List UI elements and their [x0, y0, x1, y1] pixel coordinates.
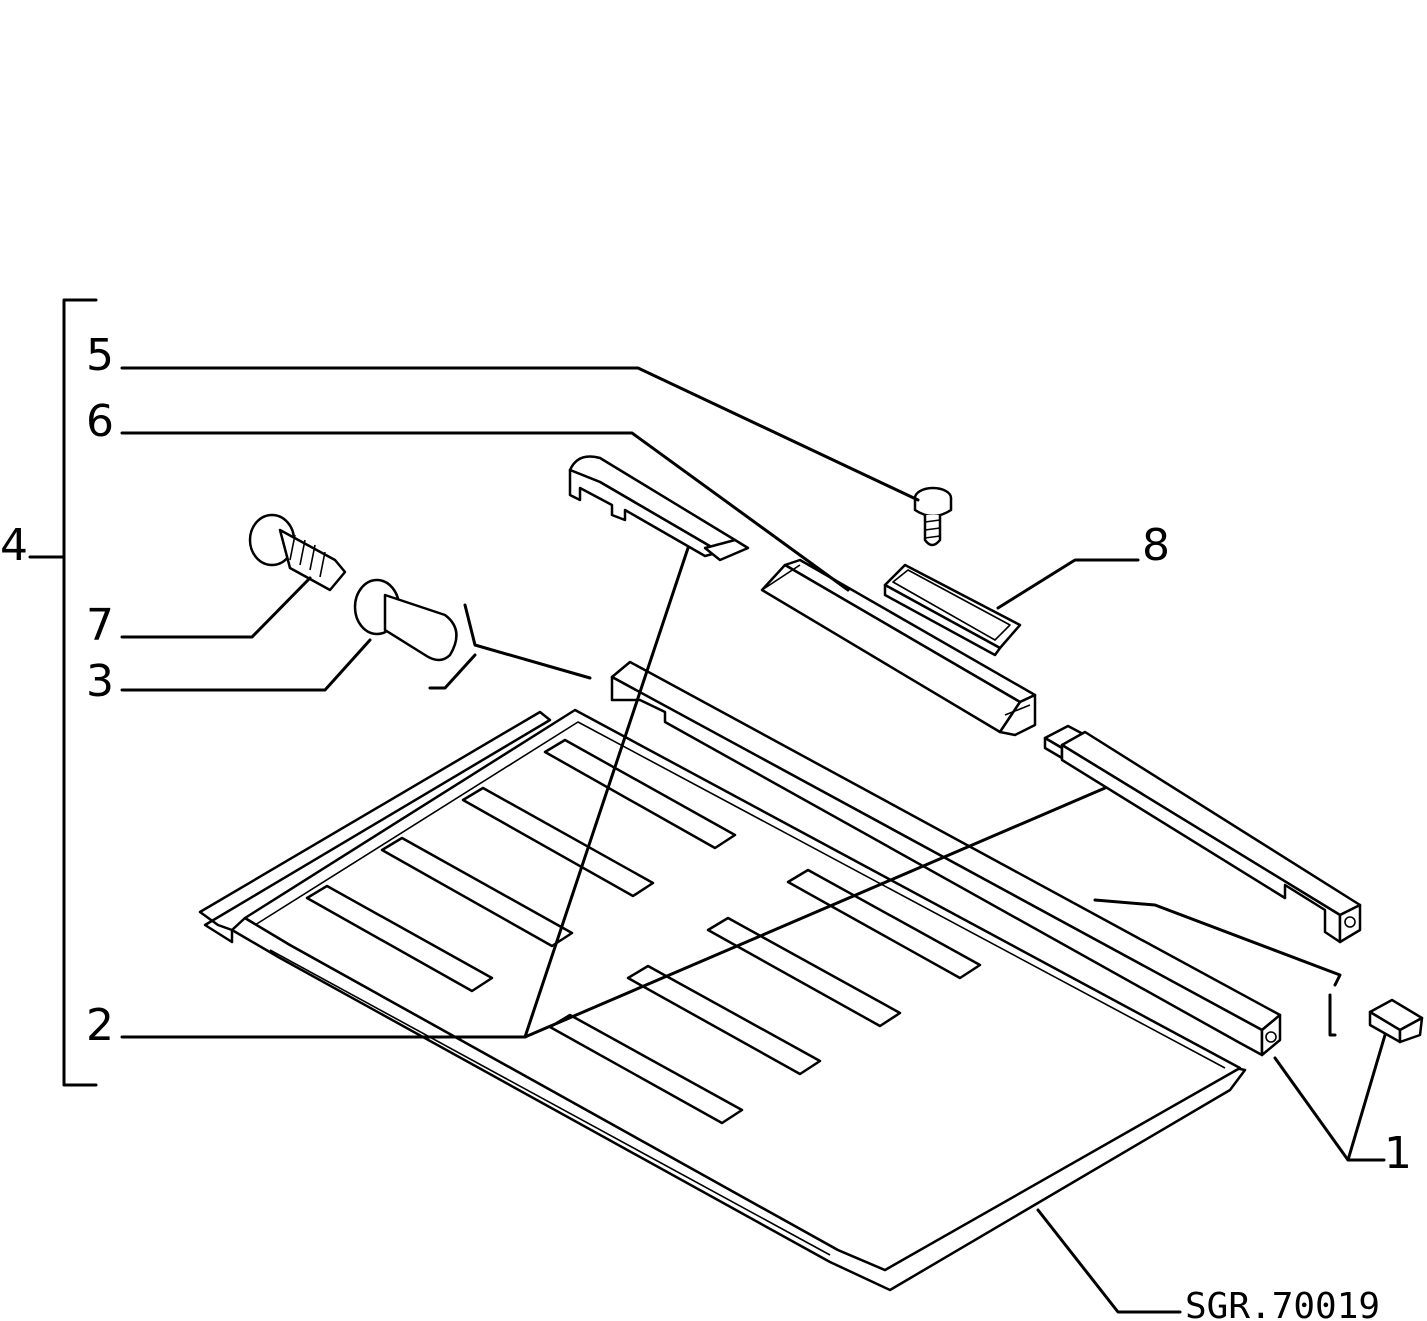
end-cap	[1368, 998, 1424, 1044]
break-marks	[428, 564, 1342, 1037]
front-rail	[610, 660, 1282, 1057]
side-rail-right	[1043, 724, 1362, 944]
assembly-bracket	[28, 298, 98, 1087]
rear-cover	[568, 455, 750, 562]
callout-label-4: 4	[0, 520, 28, 571]
callout-label-2: 2	[86, 1000, 114, 1051]
callout-label-3: 3	[86, 656, 114, 707]
panel-strip-group-left	[305, 738, 737, 993]
slider-block	[883, 563, 1022, 657]
rail-profile	[760, 558, 1037, 737]
panel-strip-group-right	[548, 868, 982, 1125]
plug-3	[353, 578, 458, 662]
screw-5	[913, 486, 953, 547]
leader-lines	[120, 366, 1387, 1314]
drawing-reference: SGR.70019	[1185, 1286, 1380, 1321]
callout-label-5: 5	[86, 330, 114, 381]
callout-label-6: 6	[86, 396, 114, 447]
callout-label-7: 7	[86, 600, 114, 651]
floor-panel	[198, 708, 1247, 1292]
callout-label-8: 8	[1142, 520, 1170, 571]
threaded-pin-7	[248, 513, 347, 592]
callout-label-1: 1	[1384, 1128, 1412, 1179]
